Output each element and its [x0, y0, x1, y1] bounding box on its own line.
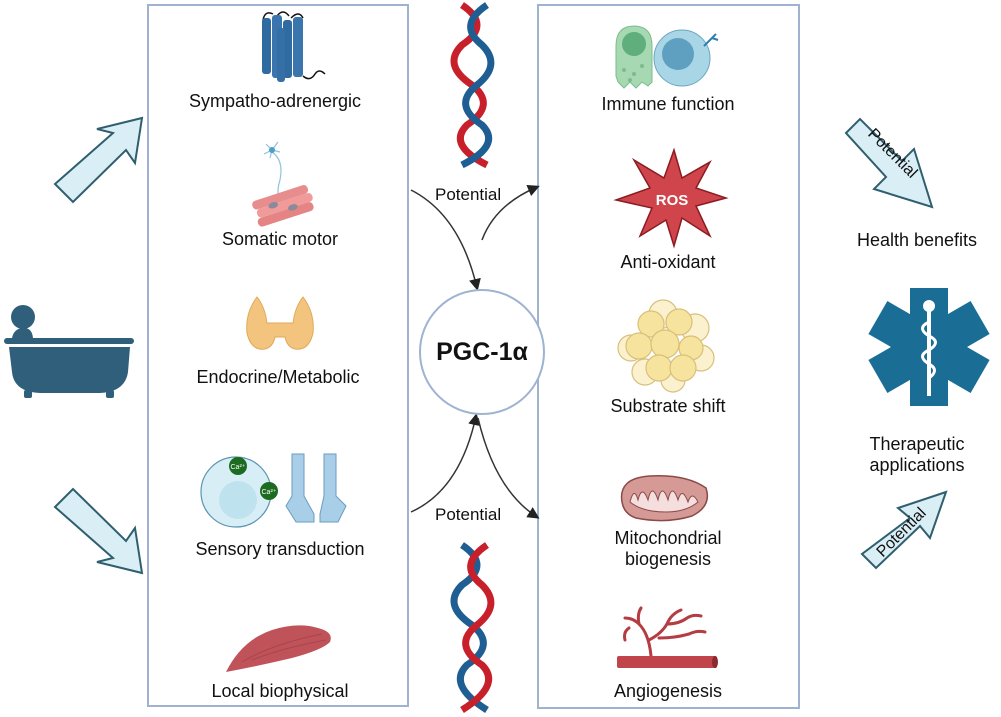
calcium-cell-channel-icon: Ca²⁺ Ca²⁺: [200, 453, 347, 528]
right-item-label: Mitochondrial: [614, 528, 722, 548]
potential-arrow-therapeutic: Potential: [858, 490, 958, 582]
arrow-down-right-icon: [53, 487, 144, 575]
star-of-life-icon: [868, 288, 990, 406]
immune-cells-icon: [615, 25, 719, 89]
ros-badge: ROS: [656, 192, 689, 209]
connector-label-bottom: Potential: [435, 505, 502, 524]
left-item-label: Endocrine/Metabolic: [196, 367, 360, 387]
calcium-badge: Ca²⁺: [231, 464, 246, 471]
left-item-label: Local biophysical: [211, 681, 349, 701]
right-item-label: Anti-oxidant: [620, 252, 716, 272]
ros-burst-icon: ROS: [613, 147, 729, 249]
arrow-left-to-pgc-top: [410, 189, 481, 291]
calcium-badge: Ca²⁺: [262, 489, 277, 496]
pgc-1a-node: PGC-1α: [419, 289, 545, 415]
arrow-left-to-pgc-bottom: [410, 413, 480, 513]
right-item-label: Immune function: [601, 94, 735, 114]
mitochondrion-icon: [620, 475, 709, 522]
therapeutic-label-line2: applications: [869, 455, 965, 475]
blood-vessel-icon: [617, 606, 718, 668]
bathtub-person-icon: [4, 305, 134, 398]
left-item-label: Sympatho-adrenergic: [188, 91, 362, 111]
dna-helix-icon: [450, 2, 495, 169]
right-item-label: biogenesis: [624, 549, 712, 569]
right-item-label: Angiogenesis: [613, 681, 723, 701]
arrow-pgc-to-right-bottom: [477, 417, 540, 519]
connector-label-top: Potential: [435, 185, 502, 204]
potential-arrow-health: Potential: [840, 115, 950, 215]
arrow-pgc-to-right-top: [481, 185, 540, 241]
motor-neuron-muscle-icon: [252, 141, 314, 227]
therapeutic-label-line1: Therapeutic: [869, 434, 965, 454]
right-item-label: Substrate shift: [610, 396, 726, 416]
gpcr-receptor-icon: [262, 11, 326, 82]
muscle-icon: [226, 625, 331, 672]
arrow-up-right-icon: [53, 116, 144, 204]
adipocytes-icon: [617, 299, 715, 393]
thyroid-gland-icon: [246, 296, 314, 350]
left-panel: [147, 4, 409, 707]
left-item-label: Sensory transduction: [195, 539, 365, 559]
left-item-label: Somatic motor: [221, 229, 339, 249]
health-benefits-label: Health benefits: [856, 230, 978, 250]
dna-helix-icon: [450, 542, 495, 713]
